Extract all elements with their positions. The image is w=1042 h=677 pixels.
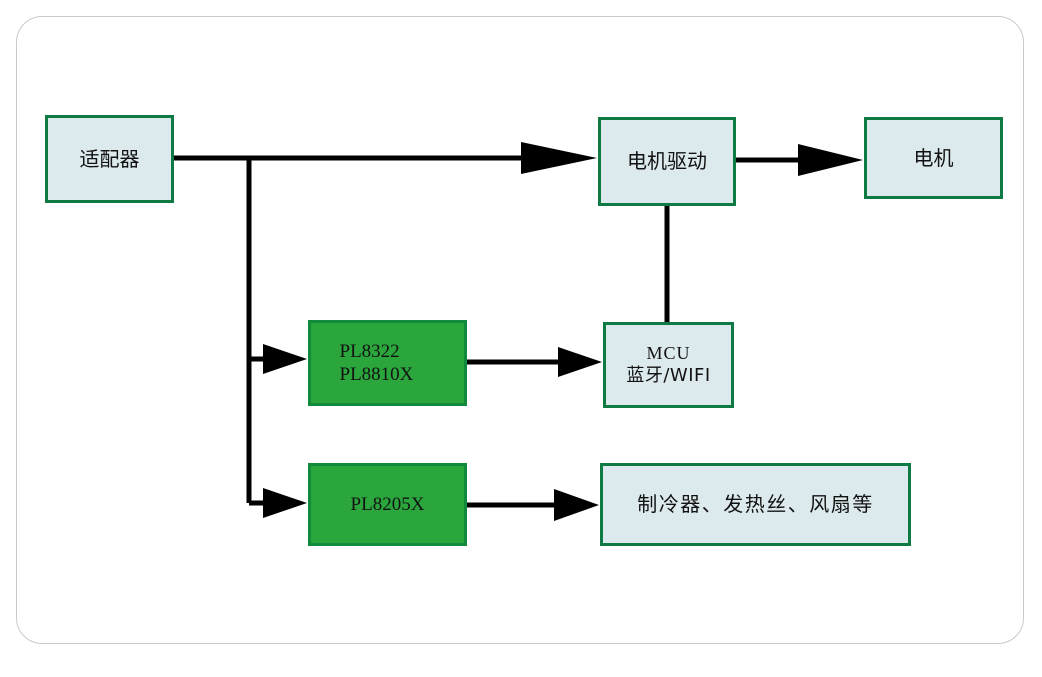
node-adapter[interactable]: 适配器 [45,115,174,203]
node-loads[interactable]: 制冷器、发热丝、风扇等 [600,463,911,546]
node-pl8205x-label: PL8205X [350,493,425,515]
node-motor-label: 电机 [913,145,954,170]
node-pl8322-label-line2: PL8810X [339,364,414,385]
node-mcu-label-line1: MCU [646,343,691,364]
node-pl8205x[interactable]: PL8205X [308,463,467,546]
node-motor[interactable]: 电机 [864,117,1003,199]
node-motor-driver[interactable]: 电机驱动 [598,117,736,206]
node-pl8322[interactable]: PL8322 PL8810X [308,320,467,406]
node-mcu[interactable]: MCU 蓝牙/WIFI [603,322,734,408]
node-loads-label: 制冷器、发热丝、风扇等 [637,492,874,517]
diagram-frame [16,16,1024,644]
node-pl8322-label-line1: PL8322 [339,340,400,362]
node-adapter-label: 适配器 [79,146,140,171]
node-mcu-label-line2: 蓝牙/WIFI [626,365,711,386]
node-motor-driver-label: 电机驱动 [627,149,707,174]
